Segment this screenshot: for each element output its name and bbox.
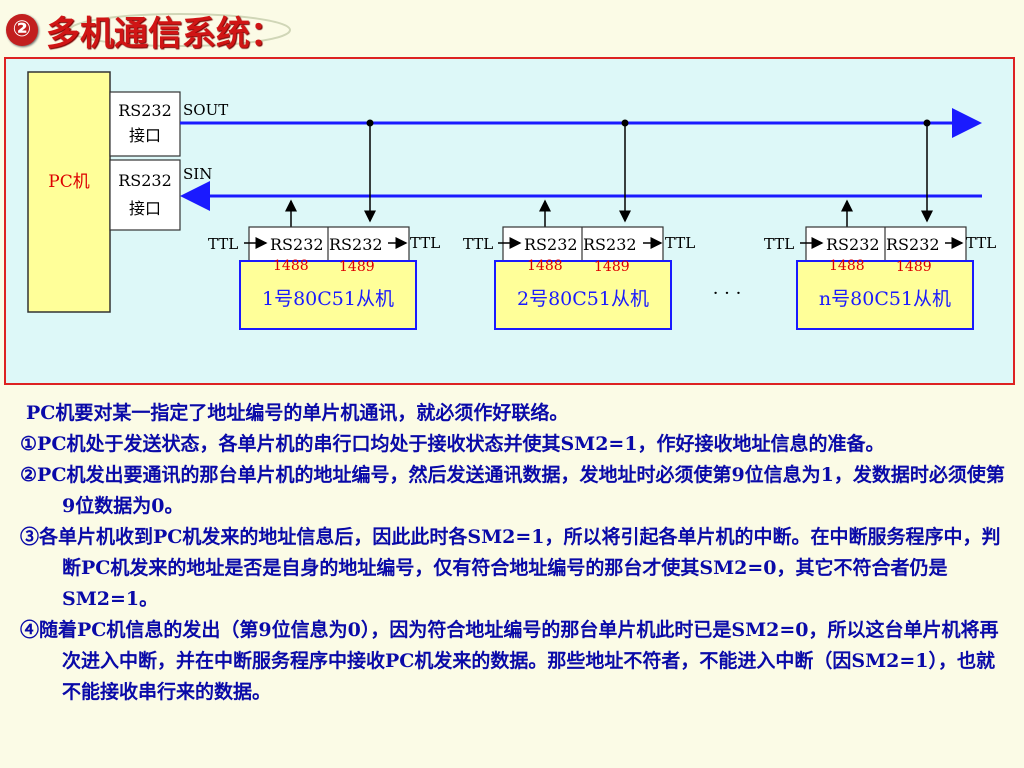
slave-2-rs232-box [502,226,664,264]
paragraph-step-1: ①PC机处于发送状态，各单片机的串行口均处于接收状态并使其SM2=1，作好接收地… [20,433,885,455]
slave-2-ttl-left: TTL [463,235,493,253]
slave-1-rs232-right: RS232 [329,235,383,254]
slave-n-rs232-left: RS232 [826,235,880,254]
slave-n-name: n号80C51从机 [819,288,951,310]
watermark-logo [69,13,291,47]
slave-2-ttl-right: TTL [665,234,695,252]
slave-n-mcu-box [796,260,974,330]
slave-1-ttl-left: TTL [208,235,238,253]
pc-label: PC机 [48,172,89,192]
title-bar: ② 多机通信系统： [0,0,1024,56]
sin-label: SIN [183,165,212,183]
slave-2-name: 2号80C51从机 [517,288,649,310]
slave-n-ttl-right: TTL [966,234,996,252]
slave-n-chip-1489: 1489 [896,259,932,275]
slave-1-chip-1488: 1488 [273,258,309,274]
paragraph-step-4: ④随着PC机信息的发出（第9位信息为0），因为符合地址编号的那台单片机此时已是S… [20,619,999,703]
rs232-port-bottom-label: RS232 [118,171,172,190]
slave-2-rs232-right: RS232 [583,235,637,254]
slave-n-chip-1488: 1488 [829,258,865,274]
slave-2-chip-1489: 1489 [594,259,630,275]
slave-2-mcu-box [494,260,672,330]
rs232-port-top-label: RS232 [118,101,172,120]
slave-n-ttl-left: TTL [764,235,794,253]
paragraph-step-3: ③各单片机收到PC机发来的地址信息后，因此此时各SM2=1，所以将引起各单片机的… [20,526,1001,610]
slave-2-chip-1488: 1488 [527,258,563,274]
slave-1-rs232-left: RS232 [270,235,324,254]
slave-2-rs232-left: RS232 [524,235,578,254]
diagram-panel: PC机 RS232 接口 RS232 接口 SOUT SIN TTL RS232… [4,57,1015,385]
multi-machine-diagram: PC机 RS232 接口 RS232 接口 SOUT SIN TTL RS232… [27,71,996,330]
slave-1-name: 1号80C51从机 [262,288,394,310]
paragraph-step-2: ②PC机发出要通讯的那台单片机的地址编号，然后发送通讯数据，发地址时必须使第9位… [20,464,1005,517]
slave-unit-1: TTL RS232 RS232 TTL 1488 1489 1号80C51从机 [208,119,440,330]
slaves-ellipsis: · · · [713,283,742,304]
rs232-port-bottom [109,159,181,231]
sout-label: SOUT [183,101,228,119]
slave-n-rs232-right: RS232 [886,235,940,254]
slave-unit-2: TTL RS232 RS232 TTL 1488 1489 2号80C51从机 [463,119,695,330]
pc-box [27,71,111,313]
rs232-port-top-sub: 接口 [129,126,161,145]
rs232-port-top [109,91,181,157]
title-number-badge: ② [6,14,38,46]
slave-1-rs232-box [248,226,410,264]
explanation-text: PC机要对某一指定了地址编号的单片机通讯，就必须作好联络。 ①PC机处于发送状态… [20,398,1010,708]
slave-1-ttl-right: TTL [410,234,440,252]
slave-1-chip-1489: 1489 [339,259,375,275]
slave-1-mcu-box [239,260,417,330]
rs232-port-bottom-sub: 接口 [129,199,161,218]
paragraph-intro: PC机要对某一指定了地址编号的单片机通讯，就必须作好联络。 [26,402,569,424]
page-title: 多机通信系统： [46,14,284,54]
slave-unit-n: TTL RS232 RS232 TTL 1488 1489 n号80C51从机 [764,119,996,330]
